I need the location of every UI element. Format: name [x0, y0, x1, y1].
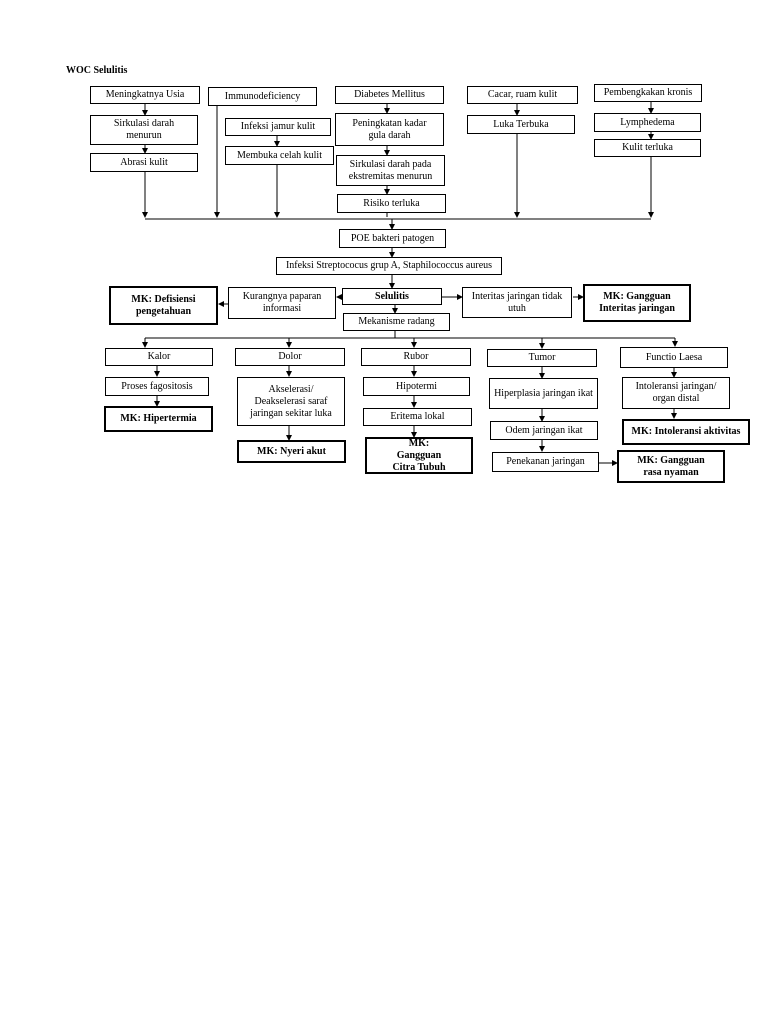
node-interitas-jaringan-tidak-utuh: Interitas jaringan tidak utuh: [462, 287, 572, 318]
node-functio-laesa: Functio Laesa: [620, 347, 728, 368]
node-cacar-ruam-kulit: Cacar, ruam kulit: [467, 86, 578, 104]
mk-nyeri-akut: MK: Nyeri akut: [237, 440, 346, 463]
node-kurangnya-paparan-informasi: Kurangnya paparan informasi: [228, 287, 336, 319]
node-penekanan-jaringan: Penekanan jaringan: [492, 452, 599, 472]
node-kalor: Kalor: [105, 348, 213, 366]
node-immunodeficiency: Immunodeficiency: [208, 87, 317, 106]
node-infeksi-jamur-kulit: Infeksi jamur kulit: [225, 118, 331, 136]
node-diabetes-mellitus: Diabetes Mellitus: [335, 86, 444, 104]
node-intoleransi-jaringan: Intoleransi jaringan/ organ distal: [622, 377, 730, 409]
node-hipotermi: Hipotermi: [363, 377, 470, 396]
node-odem-jaringan-ikat: Odem jaringan ikat: [490, 421, 598, 440]
node-poe-bakteri-patogen: POE bakteri patogen: [339, 229, 446, 248]
node-mekanisme-radang: Mekanisme radang: [343, 313, 450, 331]
node-risiko-terluka: Risiko terluka: [337, 194, 446, 213]
node-abrasi-kulit: Abrasi kulit: [90, 153, 198, 172]
node-tumor: Tumor: [487, 349, 597, 367]
node-membuka-celah-kulit: Membuka celah kulit: [225, 146, 334, 165]
node-proses-fagositosis: Proses fagositosis: [105, 377, 209, 396]
node-dolor: Dolor: [235, 348, 345, 366]
mk-intoleransi-aktivitas: MK: Intoleransi aktivitas: [622, 419, 750, 445]
node-lymphedema: Lymphedema: [594, 113, 701, 132]
mk-defisiensi-pengetahuan: MK: Defisiensi pengetahuan: [109, 286, 218, 325]
mk-gangguan-citra-tubuh: MK: Gangguan Citra Tubuh: [365, 437, 473, 474]
mk-gangguan-interitas-jaringan: MK: Gangguan Interitas jaringan: [583, 284, 691, 322]
page-title: WOC Selulitis: [66, 65, 128, 76]
node-rubor: Rubor: [361, 348, 471, 366]
node-peningkatan-kadar-gula: Peningkatan kadar gula darah: [335, 113, 444, 146]
node-sirkulasi-ekstremitas: Sirkulasi darah pada ekstremitas menurun: [336, 155, 445, 186]
node-luka-terbuka: Luka Terbuka: [467, 115, 575, 134]
node-sirkulasi-darah-menurun: Sirkulasi darah menurun: [90, 115, 198, 145]
node-pembengkakan-kronis: Pembengkakan kronis: [594, 84, 702, 102]
node-akselerasi-deakselerasi: Akselerasi/ Deakselerasi saraf jaringan …: [237, 377, 345, 426]
mk-hipertermia: MK: Hipertermia: [104, 406, 213, 432]
node-meningkatnya-usia: Meningkatnya Usia: [90, 86, 200, 104]
node-kulit-terluka: Kulit terluka: [594, 139, 701, 157]
node-hiperplasia-jaringan-ikat: Hiperplasia jaringan ikat: [489, 378, 598, 409]
node-selulitis: Selulitis: [342, 288, 442, 305]
node-eritema-lokal: Eritema lokal: [363, 408, 472, 426]
mk-gangguan-rasa-nyaman: MK: Gangguan rasa nyaman: [617, 450, 725, 483]
node-infeksi-streptococus: Infeksi Streptococus grup A, Staphilococ…: [276, 257, 502, 275]
